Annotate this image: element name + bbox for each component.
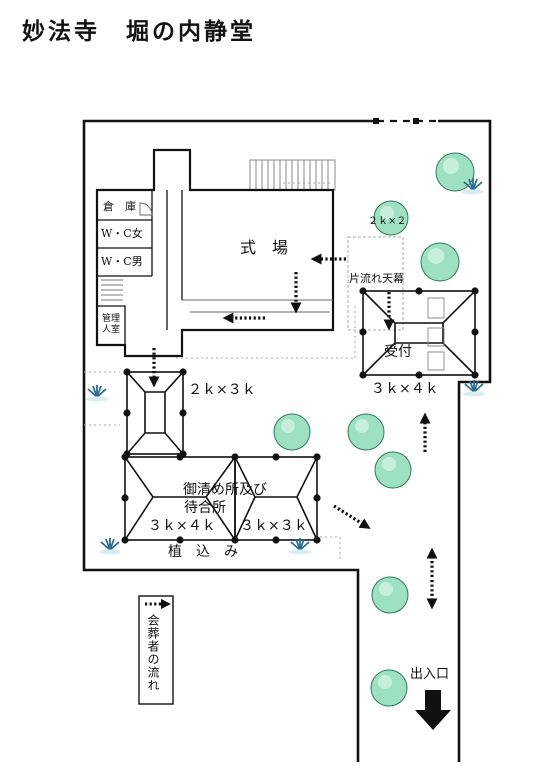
canopy-size-label: ２ｋ×２ — [368, 216, 407, 227]
legend-box — [138, 595, 174, 705]
door-swing — [139, 202, 153, 216]
page-title: 妙法寺 堀の内静堂 — [22, 19, 256, 45]
room-wc-men-label: W・C男 — [101, 255, 143, 268]
trees — [273, 152, 475, 707]
gate-post — [373, 118, 379, 124]
reception-tent — [362, 290, 476, 376]
tree — [420, 242, 460, 282]
tree — [373, 200, 409, 236]
legend-label: 会葬者の流れ — [146, 614, 160, 692]
site-boundary — [82, 119, 492, 762]
canopy-label: 片流れ天幕 — [349, 272, 404, 285]
link-tent-size-label: ２ｋ×３ｋ — [188, 382, 256, 398]
tree — [347, 413, 385, 451]
room-manager-label: 管理人室 — [101, 314, 120, 335]
plant — [463, 380, 485, 397]
tree — [374, 451, 412, 489]
tree — [370, 669, 408, 707]
room-storage-label: 倉 庫 — [103, 200, 136, 213]
link-tent — [126, 371, 184, 455]
waiting-area-label-2: 待合所 — [184, 500, 226, 516]
stairs-left — [101, 279, 123, 301]
room-main-hall-label: 式 場 — [240, 238, 289, 257]
stairs-top — [249, 159, 336, 191]
tree — [273, 413, 311, 451]
plant — [289, 538, 311, 555]
tent-posts — [121, 287, 479, 544]
room-wc-women-label: W・C女 — [101, 227, 143, 240]
tree — [371, 576, 409, 614]
waiting-left-size-label: ３ｋ×４ｋ — [148, 518, 216, 534]
dotted-guide-lines — [84, 182, 356, 560]
flow-arrows — [148, 253, 438, 610]
waiting-area-label-1: 御清め所及び — [183, 482, 267, 498]
canopy-frame — [347, 236, 404, 331]
plant — [462, 178, 484, 195]
main-building — [95, 148, 335, 358]
interior-walls — [97, 190, 333, 345]
entrance-arrow-icon — [415, 690, 451, 730]
entrance-label: 出入口 — [410, 667, 450, 682]
planting-label: 植 込 み — [168, 544, 238, 560]
flow-arrow — [333, 504, 371, 529]
plant — [99, 538, 121, 555]
plants — [86, 178, 485, 555]
reception-size-label: ３ｋ×４ｋ — [371, 381, 439, 397]
plant — [86, 385, 108, 402]
waiting-right-size-label: ３ｋ×３ｋ — [240, 518, 308, 534]
reception-label: 受付 — [384, 344, 412, 360]
reception-inner — [427, 297, 445, 371]
gate-post — [413, 118, 419, 124]
